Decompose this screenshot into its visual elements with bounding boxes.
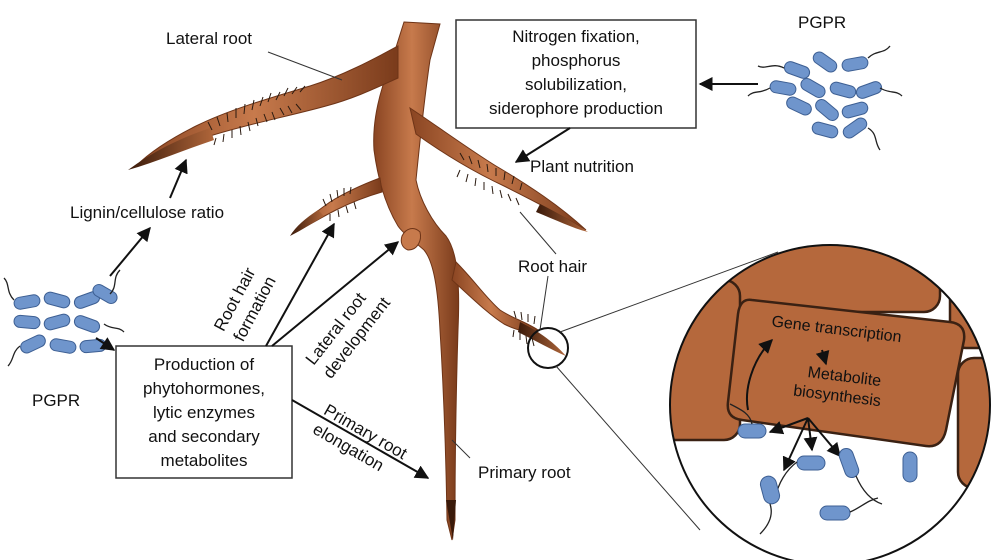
production-line-3: lytic enzymes <box>153 403 255 422</box>
root-hair-leader-2 <box>540 276 548 330</box>
nutrition-line-2: phosphorus <box>532 51 621 70</box>
lateral-root-left-short-tip <box>290 210 324 236</box>
lateral-root-upper-left-tip <box>128 128 214 170</box>
pgpr-left-label: PGPR <box>32 391 80 410</box>
primary-root-label: Primary root <box>478 463 571 482</box>
pgpr-top-label: PGPR <box>798 13 846 32</box>
lateral-root-leader <box>268 52 342 80</box>
pgpr-cluster-top-right <box>748 46 902 150</box>
pgpr-cluster-left <box>4 270 124 366</box>
production-line-4: and secondary <box>148 427 260 446</box>
production-line-2: phytohormones, <box>143 379 265 398</box>
lateral-root-right-upper-tip <box>536 204 588 232</box>
nutrition-line-1: Nitrogen fixation, <box>512 27 640 46</box>
cell-left <box>640 280 740 440</box>
cell-right <box>958 358 1000 488</box>
nutrition-line-3: solubilization, <box>525 75 627 94</box>
nutrition-line-4: siderophore production <box>489 99 663 118</box>
root-hair-leader-1 <box>520 212 556 254</box>
production-box: Production of phytohormones, lytic enzym… <box>116 346 292 478</box>
lignin-to-lateral-root-arrow <box>170 160 186 198</box>
production-line-5: metabolites <box>161 451 248 470</box>
lignin-ratio-label: Lignin/cellulose ratio <box>70 203 224 222</box>
root-hair-focus-circle <box>528 328 568 368</box>
lateral-root-right-lower-tip <box>518 322 566 356</box>
production-line-1: Production of <box>154 355 254 374</box>
root-hair-label: Root hair <box>518 257 587 276</box>
plant-nutrition-label: Plant nutrition <box>530 157 634 176</box>
lateral-root-label: Lateral root <box>166 29 252 48</box>
magnified-cell-view: Gene transcription Metabolite biosynthes… <box>640 238 1000 560</box>
main-root-shape <box>374 22 459 540</box>
nutrition-box: Nitrogen fixation, phosphorus solubiliza… <box>456 20 696 128</box>
pgpr-to-lignin-arrow <box>110 228 150 276</box>
